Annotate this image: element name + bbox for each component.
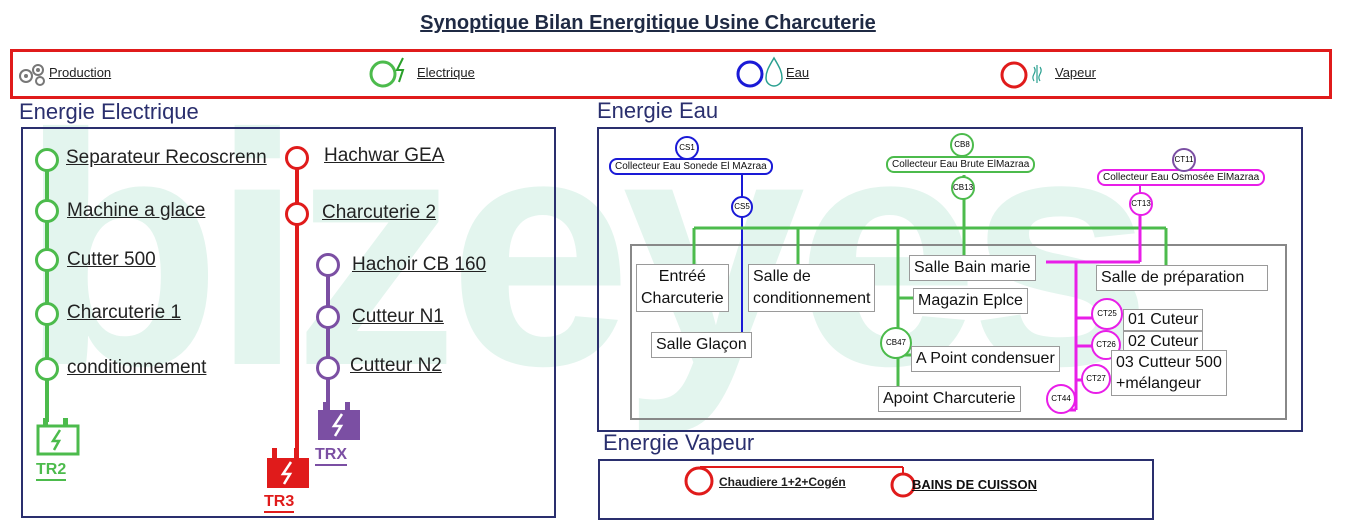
green-line [45,160,49,422]
legend-eau-label: Eau [786,65,810,80]
node-cs1: CS1 [675,136,699,160]
node-ct26: CT26 [1091,330,1121,360]
label-charcuterie-1: Charcuterie 1 [67,302,182,323]
red-node-1 [285,146,309,170]
section-title-vapeur: Energie Vapeur [603,430,755,455]
room-point-condensuer: A Point condensuer [911,346,1060,372]
room-preparation: Salle de préparation [1096,265,1268,291]
node-ct13: CT13 [1129,192,1153,216]
page-title: Synoptique Bilan Energitique Usine Charc… [420,12,876,34]
label-conditionnement: conditionnement [67,357,207,378]
node-cs5: CS5 [731,196,753,218]
electric-panel [21,127,556,518]
purple-node-2 [316,305,340,329]
trx-label: TRX [315,446,347,466]
node-ct27: CT27 [1081,364,1111,394]
purple-node-3 [316,356,340,380]
purple-node-1 [316,253,340,277]
room-salle-glacon: Salle Glaçon [651,332,752,358]
label-machine-glace: Machine a glace [67,200,206,221]
water-panel [597,127,1303,432]
tr3-label: TR3 [264,493,295,513]
section-title-electrique: Energie Electrique [19,99,199,124]
node-ct44: CT44 [1046,384,1076,414]
legend-electrique-label: Electrique [417,65,475,80]
legend-production-label: Production [49,65,112,80]
water-inner-area [630,244,1287,420]
label-chaudiere: Chaudiere 1+2+Cogén [719,475,846,489]
label-bains-cuisson: BAINS DE CUISSON [912,477,1037,492]
label-charcuterie-2: Charcuterie 2 [322,202,437,223]
legend-bar [10,49,1332,99]
label-cutteur-n1: Cutteur N1 [352,306,444,327]
steam-legend-icon [1000,59,1050,94]
red-line [295,160,299,455]
green-node-2 [35,199,59,223]
transformer-tr3-icon [264,446,314,497]
label-separateur: Separateur Recoscrenn [66,147,267,168]
gears-icon [16,58,48,91]
transformer-trx-icon [315,400,365,449]
collector-brute: Collecteur Eau Brute ElMazraa [886,156,1036,173]
label-hachoir-cb160: Hachoir CB 160 [352,254,487,275]
node-cb8: CB8 [950,133,974,157]
node-cb47: CB47 [880,327,912,359]
node-cb13: CB13 [951,176,975,200]
room-bain-marie: Salle Bain marie [909,255,1036,281]
node-ct25: CT25 [1091,298,1123,330]
room-entree-charcuterie: Entréé Charcuterie [636,264,729,312]
node-ct11: CT11 [1172,148,1196,172]
green-node-5 [35,357,59,381]
legend-vapeur-label: Vapeur [1055,65,1096,80]
green-node-3 [35,248,59,272]
room-01-cuteur: 01 Cuteur [1123,309,1204,331]
red-node-2 [285,202,309,226]
room-03-cutteur-500: 03 Cutteur 500 +mélangeur [1111,350,1227,396]
label-cutteur-n2: Cutteur N2 [350,355,442,376]
section-title-eau: Energie Eau [597,98,719,123]
room-apoint-charcuterie: Apoint Charcuterie [878,386,1021,412]
green-node-4 [35,302,59,326]
room-magazin-eplce: Magazin Eplce [913,288,1028,314]
steam-panel [598,459,1154,520]
label-cutter-500: Cutter 500 [67,249,156,270]
transformer-tr2-icon [35,416,85,461]
tr2-label: TR2 [36,461,67,481]
electric-legend-icon [369,56,413,95]
label-hachwar-gea: Hachwar GEA [324,145,445,166]
green-node-1 [35,148,59,172]
room-conditionnement: Salle de conditionnement [748,264,876,312]
water-legend-icon [736,56,786,95]
purple-line [326,265,330,410]
